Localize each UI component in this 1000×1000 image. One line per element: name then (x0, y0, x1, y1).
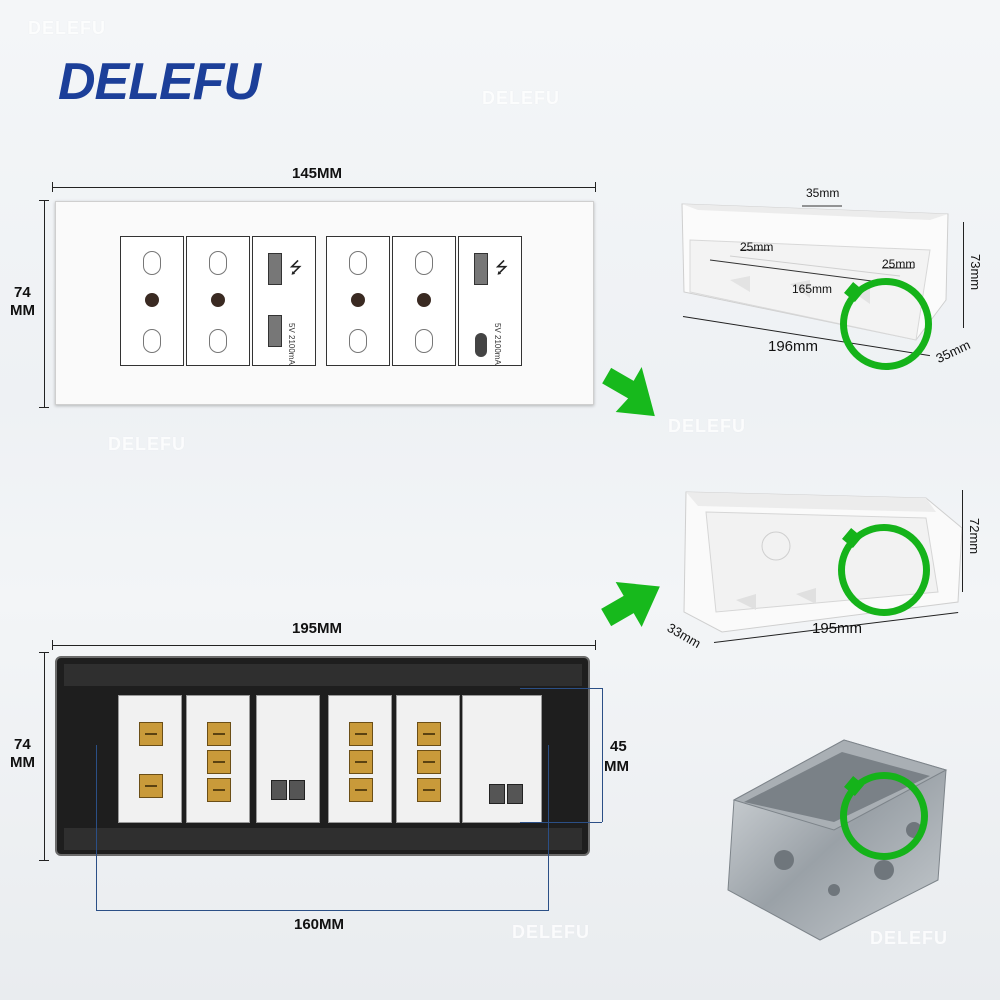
socket-module (326, 236, 390, 366)
usb-a-port (268, 253, 282, 285)
box2-height-line (962, 490, 963, 592)
socket-hole (415, 251, 433, 275)
socket-hole (209, 251, 227, 275)
watermark: DELEFU (668, 416, 746, 436)
terminal-screw (349, 778, 373, 802)
width-dimension-line (52, 645, 595, 646)
box1-top-label: 35mm (806, 186, 840, 200)
socket-mechanism (118, 695, 182, 823)
module-height-label: 45 (610, 738, 627, 755)
box1-height-line (963, 222, 964, 328)
module-height-line (602, 688, 603, 822)
socket-module (186, 236, 250, 366)
dimension-tick (39, 407, 49, 408)
socket-hole (415, 329, 433, 353)
box1-height-label: 73mm (968, 254, 983, 291)
dimension-tick (39, 652, 49, 653)
terminal-screw (207, 778, 231, 802)
screw-span-line-right (548, 745, 549, 911)
usb-terminal (507, 784, 523, 804)
terminal-screw (207, 750, 231, 774)
backplate-rib (64, 664, 582, 686)
terminal-screw (417, 722, 441, 746)
arrow-icon (602, 366, 655, 417)
watermark: DELEFU (108, 434, 186, 454)
screw-span-line-left (96, 745, 97, 911)
usb-icon: ⭍ (495, 260, 509, 277)
dimension-tick (52, 182, 53, 192)
module-height-line-bottom (520, 822, 602, 823)
module-height-line-top (520, 688, 602, 689)
box2-length-label: 195mm (812, 620, 863, 637)
socket-hole (349, 329, 367, 353)
socket-earth (211, 293, 225, 307)
arrow-icon (601, 581, 660, 628)
box1-inner-right-label: 25mm (882, 257, 916, 271)
check-icon (840, 772, 928, 860)
terminal-screw (349, 722, 373, 746)
socket-earth (351, 293, 365, 307)
usb-mechanism (462, 695, 542, 823)
screw-span-line (96, 910, 548, 911)
terminal-screw (349, 750, 373, 774)
socket-module (120, 236, 184, 366)
socket-mechanism (186, 695, 250, 823)
dimension-tick (595, 182, 596, 192)
usb-a-port (268, 315, 282, 347)
socket-module (392, 236, 456, 366)
usb-mechanism (256, 695, 320, 823)
backplate-rib (64, 828, 582, 850)
watermark: DELEFU (28, 18, 106, 38)
top-plate-width-label: 145MM (292, 165, 343, 182)
dimension-tick (52, 640, 53, 650)
usb-module: ⭍ 5V 2100mA (252, 236, 316, 366)
terminal-screw (139, 722, 163, 746)
height-dimension-line (44, 652, 45, 860)
watermark: DELEFU (482, 88, 560, 108)
dimension-tick (595, 640, 596, 650)
usb-terminal (489, 784, 505, 804)
top-plate-height-unit: MM (10, 302, 35, 319)
box1-length-label: 196mm (768, 338, 819, 355)
terminal-screw (207, 722, 231, 746)
terminal-screw (417, 750, 441, 774)
terminal-screw (417, 778, 441, 802)
terminal-screw (139, 774, 163, 798)
box2-height-label: 72mm (967, 518, 982, 555)
usb-a-port (474, 253, 488, 285)
box1-inner-span-label: 165mm (792, 282, 833, 296)
box1-inner-left-label: 25mm (740, 240, 774, 254)
socket-mechanism (396, 695, 460, 823)
socket-hole (143, 329, 161, 353)
usb-icon: ⭍ (289, 260, 303, 277)
width-dimension-line (52, 187, 595, 188)
module-height-unit: MM (604, 758, 629, 775)
usb-spec: 5V 2100mA (287, 323, 296, 365)
watermark: DELEFU (512, 922, 590, 942)
brand-logo: DELEFU (58, 53, 261, 111)
check-icon (838, 524, 930, 616)
screw-span-label: 160MM (294, 916, 345, 933)
bottom-plate-height-unit: MM (10, 754, 35, 771)
socket-mechanism (328, 695, 392, 823)
top-plate-height-label: 74 (14, 284, 31, 301)
socket-earth (145, 293, 159, 307)
usb-spec: 5V 2100mA (493, 323, 502, 365)
socket-hole (209, 329, 227, 353)
socket-earth (417, 293, 431, 307)
usb-terminal (271, 780, 287, 800)
dimension-tick (39, 200, 49, 201)
height-dimension-line (44, 200, 45, 407)
socket-hole (349, 251, 367, 275)
check-icon (840, 278, 932, 370)
socket-hole (143, 251, 161, 275)
usb-c-port (475, 333, 487, 357)
usb-terminal (289, 780, 305, 800)
bottom-plate-width-label: 195MM (292, 620, 343, 637)
usb-module: ⭍ 5V 2100mA (458, 236, 522, 366)
bottom-plate-height-label: 74 (14, 736, 31, 753)
metal-box (727, 739, 948, 941)
watermark: DELEFU (870, 928, 948, 948)
dimension-tick (39, 860, 49, 861)
